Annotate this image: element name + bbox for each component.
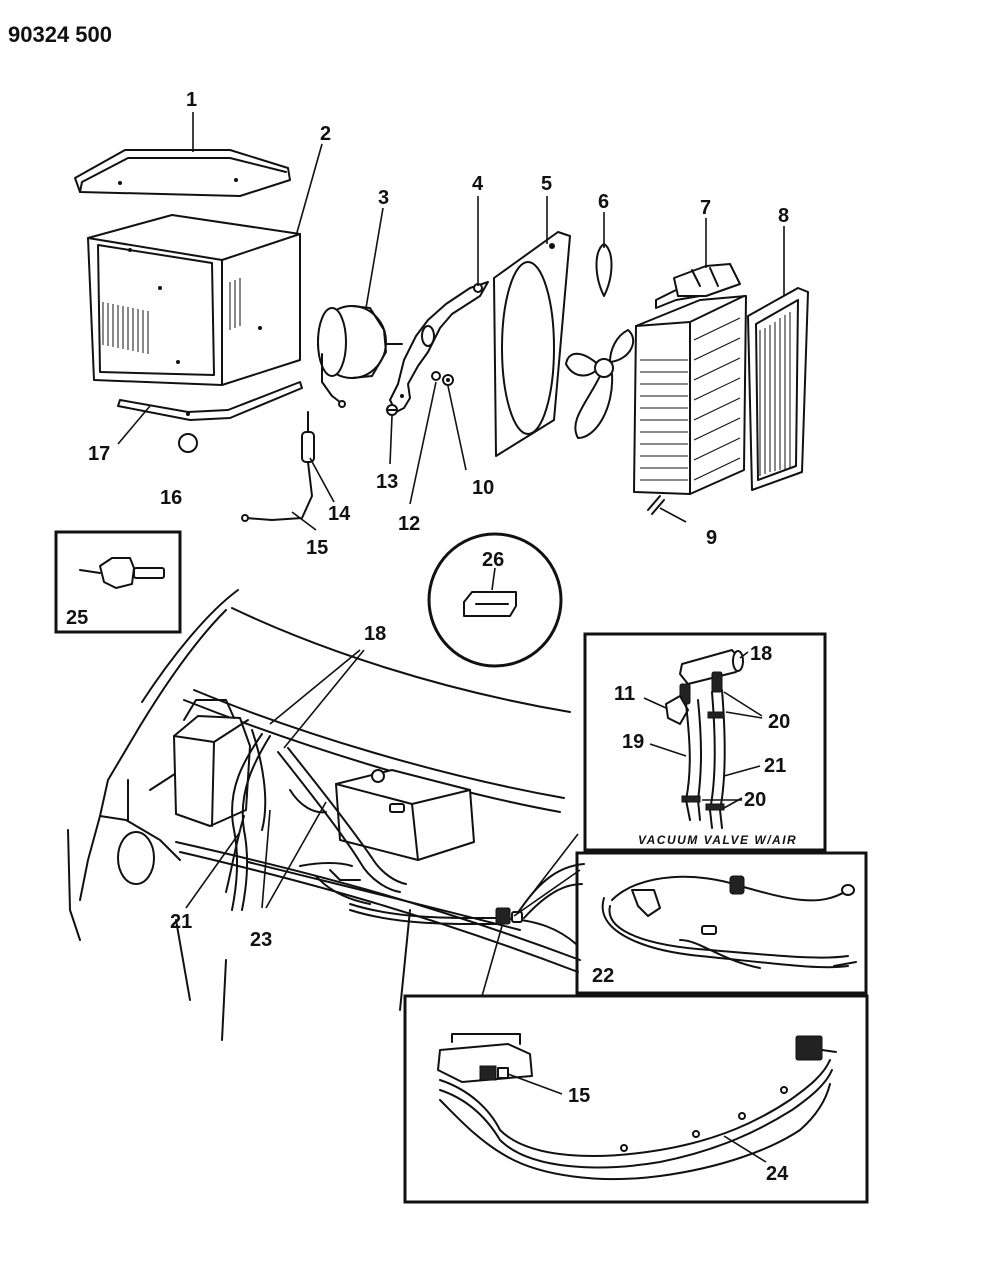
core-fins [640,317,741,481]
part-2-blower-housing [87,214,301,386]
part-8-grille-screen [747,287,809,491]
callout-7: 7 [700,197,711,219]
callout-18-main: 18 [364,623,386,645]
heater-housing-installed [173,699,251,827]
callout-17: 17 [88,443,110,465]
part-9-tube [647,495,665,515]
heater-hoses [225,729,407,911]
callout-12: 12 [398,513,420,535]
callout-14: 14 [328,503,351,525]
inset-25-vacuum-valve: 25 [54,530,182,634]
inset-vacuum-valve-with-air: 18 11 20 19 21 20 VACUUM VALVE W/AIR [583,632,827,852]
callout-19-inset: 19 [622,731,644,753]
callout-18-inset: 18 [750,643,772,665]
callout-9: 9 [706,527,717,549]
part-17-mounting-bracket [117,381,303,421]
callout-16: 16 [160,487,182,509]
callout-21-inset: 21 [764,755,786,777]
inset-24-harness: 15 24 [403,994,869,1204]
callout-20-inset-b: 20 [744,789,766,811]
callout-8: 8 [778,205,789,227]
part-1-cover-lid [74,149,291,197]
diagram-reference-number: 90324 500 [8,22,112,47]
callout-10: 10 [472,477,494,499]
top-leaders [117,112,785,531]
callout-6: 6 [598,191,609,213]
callout-20-inset-a: 20 [768,711,790,733]
callout-21-main: 21 [170,911,192,933]
callout-15-inset: 15 [568,1085,590,1107]
part-5-fan-shroud [493,231,571,457]
inset-26-circle-detail: 26 [427,532,563,668]
part-4-motor-bracket [389,281,489,413]
battery [335,769,475,861]
top-callout-labels: 1 2 3 4 5 6 7 8 9 10 12 13 14 15 16 17 [88,89,789,559]
callout-26: 26 [482,549,504,571]
callout-15: 15 [306,537,328,559]
part-6-fan-blade [565,243,635,439]
callout-5: 5 [541,173,552,195]
callout-4: 4 [472,173,484,195]
callout-25: 25 [66,607,88,629]
part-13-screw [386,404,398,416]
vehicle-engine-compartment: 18 21 23 [67,589,585,1041]
part-3-blower-motor [317,305,403,408]
housing-vent-grille [102,302,149,354]
part-7-heater-core [633,263,747,495]
part-10-washer [442,374,454,386]
callout-23-main: 23 [250,929,272,951]
inset-22-wire-harness: 22 [575,851,868,995]
callout-13: 13 [376,471,398,493]
callout-3: 3 [378,187,389,209]
callout-11-inset: 11 [614,683,635,705]
callout-22: 22 [592,965,614,987]
part-14-connector [301,411,315,463]
callout-24: 24 [766,1163,789,1185]
callout-1: 1 [186,89,197,111]
housing-side-slots [229,278,241,330]
vacuum-valve-caption: VACUUM VALVE W/AIR [638,833,797,847]
callout-2: 2 [320,123,331,145]
grille-slats [759,312,791,476]
part-16-grommet [178,433,198,453]
part-12-nut [431,371,441,381]
part-15-wire-lead [241,461,313,522]
